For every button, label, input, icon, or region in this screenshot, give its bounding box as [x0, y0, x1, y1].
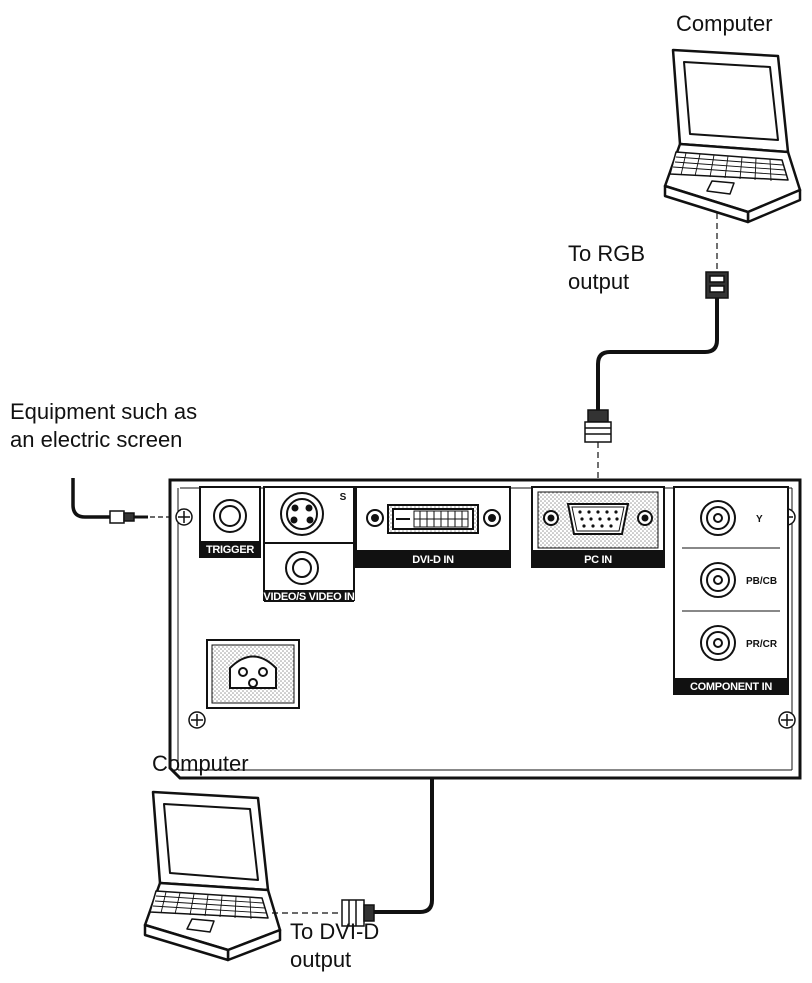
trigger-label: TRIGGER — [206, 544, 254, 556]
computer-bottom-illustration — [143, 790, 282, 962]
pr-label: PR/CR — [746, 639, 778, 650]
ac-power-inlet — [206, 639, 300, 709]
computer-bottom-label: Computer — [152, 751, 249, 776]
pc-in-port — [531, 486, 665, 568]
trigger-port — [199, 486, 261, 558]
rgb-cable — [584, 271, 729, 443]
rgb-output-label-line2: output — [568, 269, 630, 294]
y-label: Y — [756, 514, 763, 525]
computer-top-illustration — [663, 48, 802, 224]
rgb-output-label-line1: To RGB — [568, 241, 646, 266]
dvi-output-label-line2: output — [290, 947, 352, 972]
component-in-label: COMPONENT IN — [690, 681, 772, 693]
video-svideo-port — [263, 486, 355, 602]
pc-in-label: PC IN — [584, 554, 612, 566]
trigger-cable — [71, 478, 180, 524]
dvi-d-port — [355, 486, 511, 568]
dvi-in-label: DVI-D IN — [412, 554, 454, 566]
computer-top-label: Computer — [676, 11, 773, 36]
pb-label: PB/CB — [746, 576, 777, 587]
dvi-output-label-line1: To DVI-D — [290, 919, 380, 944]
s-video-mark: S — [340, 492, 347, 503]
projector-rear-panel — [168, 478, 802, 780]
equipment-label-line1: Equipment such as — [10, 399, 198, 424]
equipment-label-line2: an electric screen — [10, 427, 183, 452]
component-in-port — [673, 486, 789, 695]
video-in-label: VIDEO/S VIDEO IN — [263, 591, 355, 603]
